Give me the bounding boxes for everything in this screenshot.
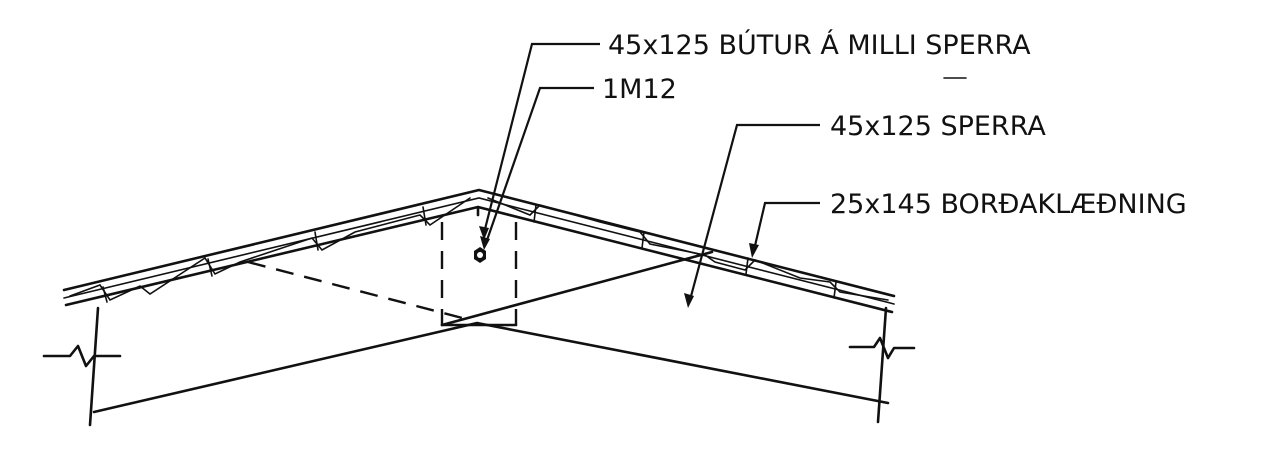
label-blocking: 45x125 BÚTUR Á MILLI SPERRA [608,29,1031,61]
bolt-m12 [474,247,486,263]
leader-rafter [684,123,820,308]
cladding-boards [62,188,896,305]
break-symbol-right [848,306,916,424]
leader-blocking [479,42,600,240]
label-cladding: 25x145 BORÐAKLÆÐNING [830,189,1187,220]
break-symbol-left [42,306,122,427]
leader-cladding [749,201,820,258]
rafter-cross-line [440,250,714,327]
label-bolt: 1M12 [602,74,677,105]
leader-bolt [480,86,594,250]
rafter-bottom-edge [92,321,890,414]
blocking-between-rafters [247,205,518,327]
label-rafter: 45x125 SPERRA [830,111,1046,142]
